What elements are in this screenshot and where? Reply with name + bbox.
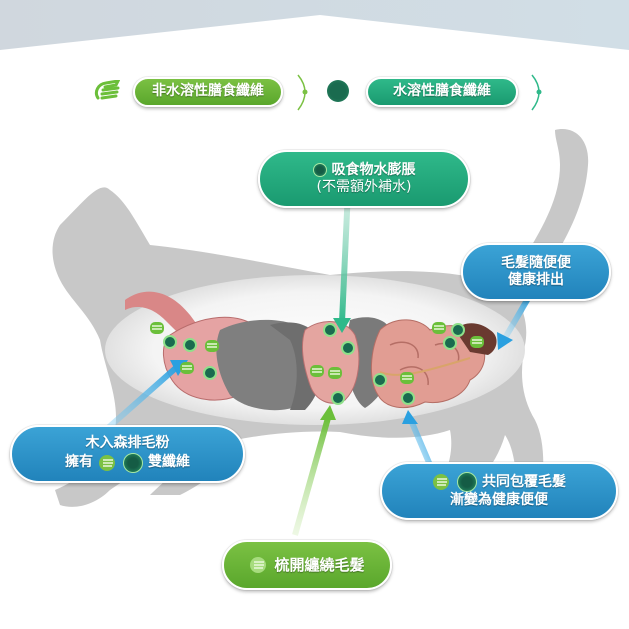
callout-product-name: 木入森排毛粉 <box>85 435 170 452</box>
callout-absorb-line1: 吸食物水膨脹 <box>331 161 416 178</box>
dot-fiber-icon <box>312 163 327 178</box>
dot-fiber-icon <box>327 80 349 102</box>
callout-excrete-line1: 毛髮隨便便 <box>501 254 571 271</box>
brush-fiber-icon <box>249 556 269 574</box>
callout-hair-excreted: 毛髮隨便便 健康排出 <box>461 243 611 301</box>
callout-excrete-line2: 健康排出 <box>508 272 564 288</box>
brush-fiber-icon <box>98 454 118 472</box>
legend-insoluble-fiber: 非水溶性膳食纖維 <box>133 77 283 107</box>
dot-fiber-icon <box>123 452 143 473</box>
callout-wrap-line1: 共同包覆毛髮 <box>482 473 566 490</box>
brush-fibers <box>150 322 484 384</box>
brush-fiber-icon <box>94 80 120 102</box>
callout-wrap-hair: 共同包覆毛髮 漸變為健康便便 <box>380 462 618 520</box>
callout-product-dual-fiber: 木入森排毛粉 擁有 雙纖維 <box>10 425 245 483</box>
fiber-dots <box>163 323 465 405</box>
callout-absorb-line2: (不需額外補水) <box>316 179 412 195</box>
callout-absorb-water: 吸食物水膨脹 (不需額外補水) <box>258 150 470 208</box>
callout-comb-hair: 梳開纏繞毛髮 <box>222 540 392 590</box>
arrow-excrete <box>497 293 533 350</box>
arrow-comb <box>292 405 336 536</box>
callout-product-prefix: 擁有 <box>65 454 93 470</box>
brush-fiber-icon <box>432 473 452 491</box>
legend-soluble-fiber: 水溶性膳食纖維 <box>366 77 518 107</box>
callout-wrap-line2: 漸變為健康便便 <box>450 492 548 509</box>
legend-insoluble-label: 非水溶性膳食纖維 <box>152 83 264 100</box>
dot-fiber-icon <box>457 472 477 493</box>
callout-comb-line1: 梳開纏繞毛髮 <box>274 555 365 574</box>
header-band <box>0 0 629 50</box>
callout-product-suffix: 雙纖維 <box>148 454 190 470</box>
arrow-wrap <box>402 410 433 467</box>
arrow-absorb <box>333 189 351 333</box>
legend-soluble-label: 水溶性膳食纖維 <box>393 83 491 100</box>
